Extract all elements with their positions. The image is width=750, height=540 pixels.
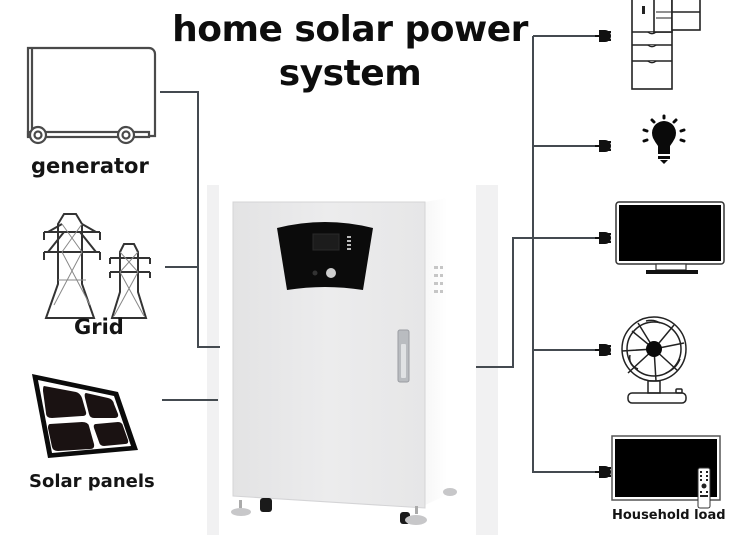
control-panel <box>277 222 373 290</box>
fan-icon <box>621 316 687 404</box>
leveling-foot <box>443 488 457 496</box>
cabinet-output-line <box>476 237 598 368</box>
light-bulb-icon <box>642 114 686 164</box>
remote-control-icon <box>697 467 711 509</box>
left-background-strip <box>207 185 219 535</box>
power-plug-icon <box>595 232 611 244</box>
power-plug-icon <box>595 344 611 356</box>
right-background-strip <box>476 185 498 535</box>
indicator-light <box>312 270 318 276</box>
lcd-display <box>312 233 340 251</box>
household-load-label: Household load <box>612 508 726 523</box>
transmission-tower-icon <box>43 213 151 319</box>
generator-icon <box>26 46 157 145</box>
load-bus-line <box>532 36 598 473</box>
monitor-icon <box>615 201 725 274</box>
television-icon <box>611 435 721 509</box>
power-plug-icon <box>595 30 611 42</box>
generator-connector-line <box>160 91 220 348</box>
refrigerator-icon <box>631 0 701 90</box>
leveling-foot <box>405 515 427 525</box>
battery-cabinet-icon <box>231 198 457 525</box>
caster-wheel <box>260 498 272 512</box>
diagram-title: home solar power system <box>160 8 540 96</box>
leveling-foot <box>231 508 251 516</box>
generator-label: generator <box>31 154 149 178</box>
power-plug-icon <box>595 140 611 152</box>
cabinet-door <box>232 201 426 509</box>
grid-label: Grid <box>74 315 124 339</box>
solar-panels-label: Solar panels <box>29 471 155 492</box>
title-line-2: system <box>278 53 422 94</box>
title-line-1: home solar power <box>172 9 528 50</box>
solar-panel-icon <box>32 374 138 458</box>
power-button <box>326 268 336 278</box>
power-plug-icon <box>595 466 611 478</box>
